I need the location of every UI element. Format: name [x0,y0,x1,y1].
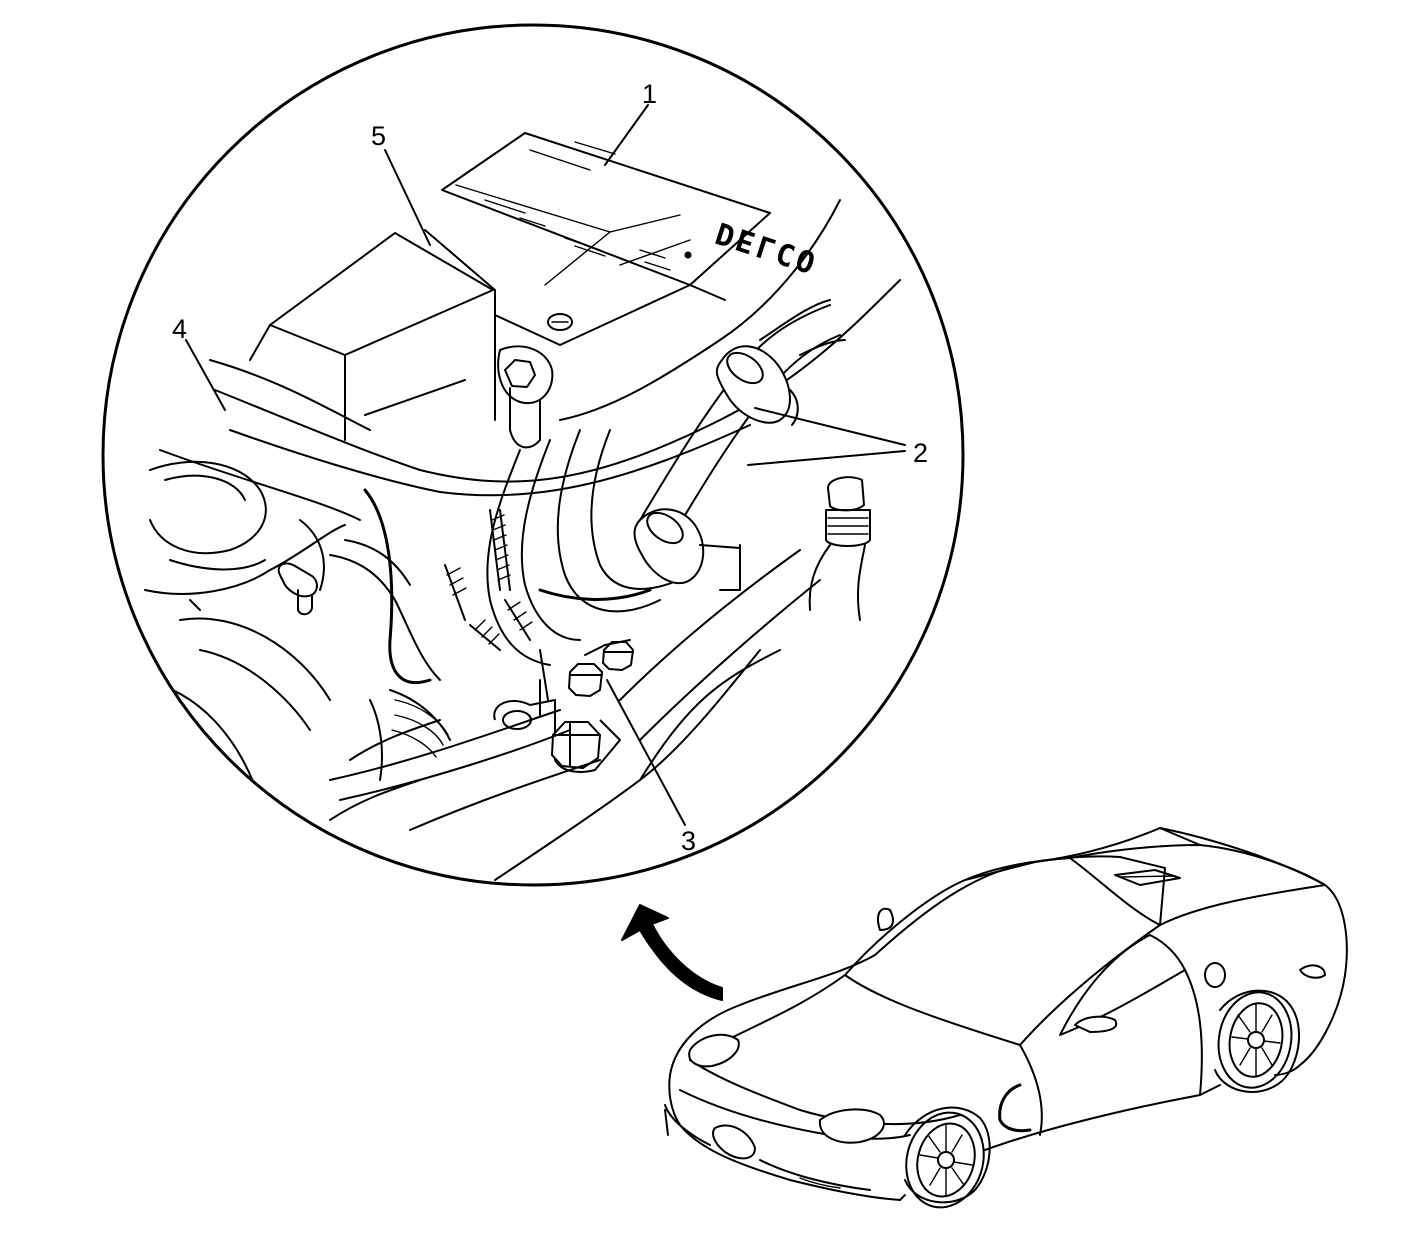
callout-2: 2 [913,438,928,468]
detail-circle [101,23,965,887]
label-fine-print [484,141,692,271]
vehicle-illustration [664,827,1348,1209]
hold-down-strap [159,199,901,521]
location-arrow [621,904,723,1001]
ground-bolt-small-2 [584,639,634,671]
battery-terminal-bolt [497,345,554,449]
wing-clip [277,562,318,616]
cable-clip-lower [633,508,741,591]
callout-3: 3 [681,826,696,856]
frame-rails [329,544,821,881]
callout-1: 1 [642,79,657,109]
right-component [808,476,871,621]
callout-5: 5 [371,121,386,151]
battery-cables [329,299,846,685]
callout-labels: 1 2 3 4 5 [172,79,928,856]
ground-bolt-small-1 [568,663,603,697]
callout-4: 4 [172,314,187,344]
battery-brand-text: DELCO [712,214,823,280]
left-headlight [688,1033,740,1068]
detail-view: DELCO [101,23,965,887]
battery [249,229,726,441]
right-headlight [818,1108,885,1144]
front-grille [712,1124,756,1160]
rear-wheel [1214,989,1301,1093]
battery-tray [139,460,346,841]
side-mirror [1074,1015,1118,1033]
cable-clip-upper [715,345,799,426]
battery-top-label: DELCO [441,132,823,286]
front-wheel [904,1106,991,1209]
ground-bolt-large [551,721,601,769]
wiring-harness [444,509,533,651]
leader-lines [185,104,906,826]
